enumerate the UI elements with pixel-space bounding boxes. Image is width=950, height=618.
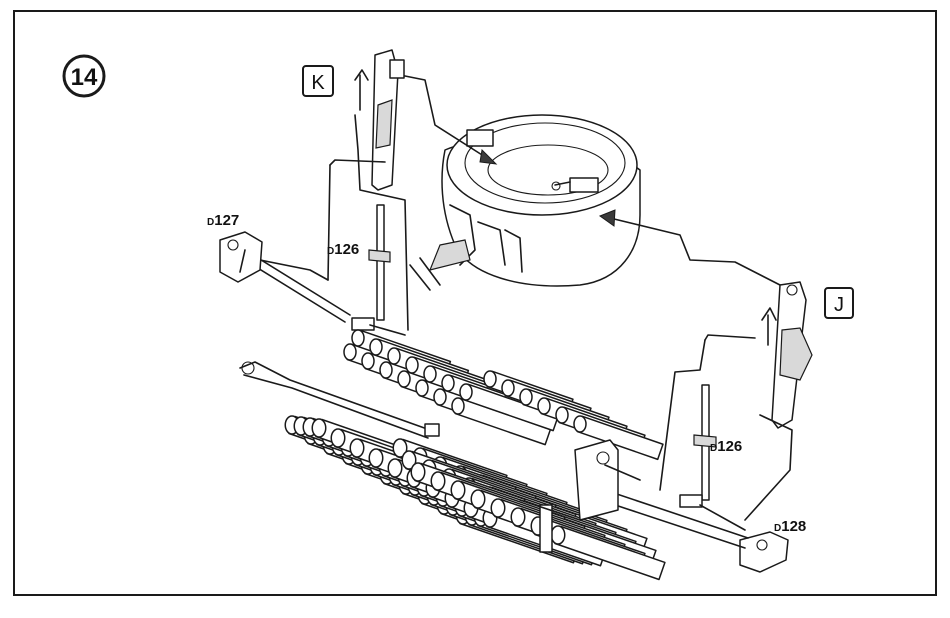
ammo-tube-end	[352, 330, 364, 346]
label-box-j: J	[825, 288, 853, 318]
part-label-d128: D128	[774, 518, 806, 535]
ammo-tube-end	[350, 439, 364, 457]
ammo-tube-end	[416, 380, 428, 396]
ammo-tube-end	[491, 499, 505, 517]
part-label-d127: D127	[207, 212, 239, 229]
label-k: K	[311, 72, 325, 94]
ammo-tube-end	[442, 375, 454, 391]
ammo-tube-end	[344, 344, 356, 360]
turret-part	[410, 115, 640, 290]
ammo-tube-end	[502, 380, 514, 396]
ammo-tube-end	[388, 348, 400, 364]
ammo-tube-end	[406, 357, 418, 373]
ammo-tube-end	[312, 419, 326, 437]
ammo-tube-end	[424, 366, 436, 382]
ammo-tube-end	[471, 490, 485, 508]
step-number: 14	[71, 64, 98, 91]
ammo-tube-end	[362, 353, 374, 369]
ammo-tube-end	[369, 449, 383, 467]
ammo-tube-end	[388, 459, 402, 477]
ammo-tube-end	[380, 362, 392, 378]
ammo-tube-end	[484, 371, 496, 387]
ammo-tube-end	[452, 398, 464, 414]
ammo-tube-end	[511, 508, 525, 526]
ammo-tube-end	[551, 526, 565, 544]
ammo-tube-end	[451, 481, 465, 499]
ammo-tube-end	[434, 389, 446, 405]
ammo-tube-end	[574, 416, 586, 432]
ammo-tube-end	[520, 389, 532, 405]
ammo-tube-end	[331, 429, 345, 447]
step-number-badge: 14	[64, 56, 104, 96]
ammo-tube-end	[370, 339, 382, 355]
part-label-d126-left: D126	[327, 241, 359, 258]
ammo-tube-end	[398, 371, 410, 387]
label-box-k: K	[303, 66, 333, 96]
ammo-tube-end	[460, 384, 472, 400]
ammo-tube-end	[431, 472, 445, 490]
ammo-tube-end	[411, 463, 425, 481]
ammo-tube-end	[538, 398, 550, 414]
label-j: J	[834, 294, 844, 316]
ammo-tube-end	[556, 407, 568, 423]
